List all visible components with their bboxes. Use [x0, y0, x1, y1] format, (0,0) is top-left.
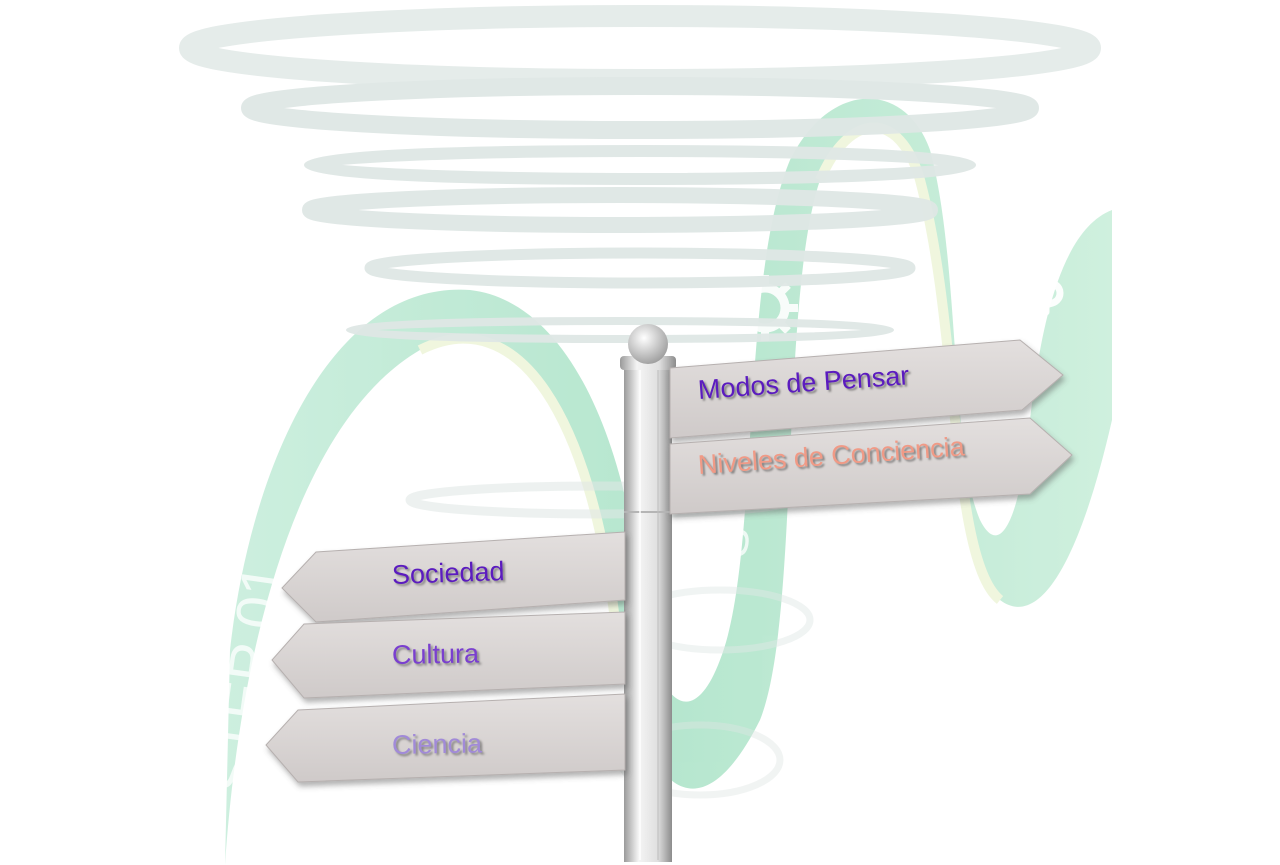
sign-niveles-de-conciencia [669, 417, 1073, 515]
sign-ciencia [265, 693, 626, 783]
sign-label-sociedad: Sociedad [391, 556, 506, 590]
sign-sociedad [281, 531, 626, 623]
signpost-pole [620, 324, 676, 862]
wavy-arrow-icon [315, 436, 365, 523]
dollar-icon [1028, 242, 1064, 316]
spiral-rings [179, 5, 1101, 799]
pole-knob [628, 324, 668, 364]
sign-label-ciencia: Ciencia [391, 728, 483, 760]
sign-cultura [271, 611, 626, 699]
sign-label-cultura: Cultura [391, 638, 480, 670]
sign-modos-de-pensar [669, 339, 1064, 439]
